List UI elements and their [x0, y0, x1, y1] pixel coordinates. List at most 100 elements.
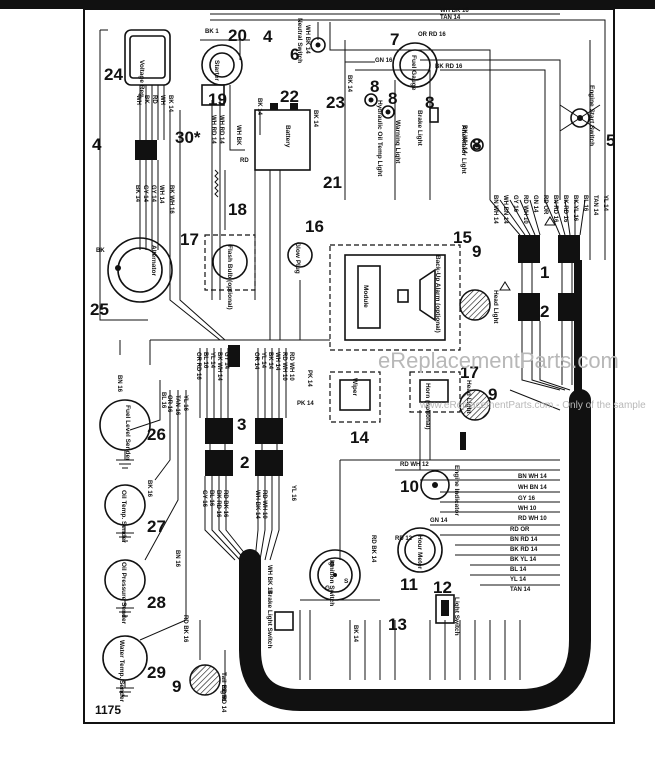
light-switch — [435, 594, 455, 624]
wire-label: WH BK 16 — [440, 8, 469, 14]
wire-bundle-left — [99, 29, 301, 341]
wire-label: RD BK 16 — [222, 490, 228, 518]
wire-label: WH BK 14 — [254, 490, 260, 519]
wire-label: WH BK 14 — [304, 25, 310, 54]
callout-28: 28 — [147, 593, 166, 612]
label-oil-pressure-sender: Oil Pressure Sender — [120, 562, 127, 625]
callout-29: 29 — [147, 663, 166, 682]
wire-label: BK 1 — [205, 29, 219, 35]
engine-indicator — [420, 470, 450, 500]
label-voltage-reg: Voltage Reg. — [138, 60, 145, 99]
wire-label: WH 10 — [518, 506, 537, 512]
label-battery: Battery — [284, 125, 291, 148]
callout-9b: 9 — [488, 385, 497, 404]
wire-label: WH BN 14 — [518, 485, 547, 491]
wire-label: RD OR — [542, 195, 548, 215]
wire-label: RD WH 10 — [522, 195, 528, 224]
wire-label: BK 14 — [256, 98, 262, 116]
callout-23: 23 — [326, 93, 345, 112]
water-temp-sender — [102, 635, 148, 697]
connector-2-upper — [518, 293, 580, 321]
wire-label: BK RD 14 — [510, 547, 538, 553]
oil-pressure-sender — [104, 559, 146, 617]
wire-label: YL 16 — [182, 395, 188, 412]
callout-16: 16 — [305, 217, 324, 236]
wire-label: WH BK — [235, 125, 241, 146]
ignition-pos-g: G — [325, 585, 330, 592]
voltage-regulator — [124, 29, 171, 86]
ignition-positions: B S G — [325, 561, 349, 592]
wire-label: GY 16 — [201, 490, 207, 508]
callout-8d: 8 — [472, 135, 481, 154]
wire-bundle-lower-right — [299, 410, 560, 680]
wire-label: TAN 16 — [174, 395, 180, 416]
ignition-pos-b: B — [330, 561, 335, 568]
wire-label: YL 14 — [510, 577, 527, 583]
wire-label: RD WH 12 — [400, 462, 429, 468]
wire-labels-lower-right: RD WH 12 BN WH 14 WH BN 14 GY 16 WH 10 R… — [400, 462, 547, 593]
wire-label: BK WH 16 — [168, 185, 174, 214]
wire-label: BL 14 — [510, 567, 527, 573]
horn — [409, 371, 461, 413]
wire-bundle-top — [210, 13, 606, 260]
wire-label: GN 14 — [532, 195, 538, 213]
wire-label: OR 14 — [253, 352, 259, 370]
connector-3 — [205, 418, 283, 444]
connector-1 — [518, 235, 580, 263]
label-hour-meter: Hour Meter — [416, 535, 423, 570]
wire-label: RD WH 10 — [281, 352, 287, 381]
label-light-switch: Light Switch — [453, 597, 460, 636]
callout-20: 20 — [228, 26, 247, 45]
label-engine-start-switch: Engine Start Switch — [588, 85, 595, 146]
figure-frame — [83, 8, 615, 724]
wire-label: BK WH 14 — [216, 352, 222, 381]
wire-label: TAN 14 — [510, 587, 531, 593]
label-oil-temp-sender: Oil Temp. Sender — [120, 490, 127, 543]
wire-label: RD OR — [510, 527, 530, 533]
wire-label: GN 16 — [375, 58, 393, 64]
wire-label: BN 16 — [174, 550, 180, 568]
brake-light-switch — [274, 611, 294, 631]
callout-9c: 9 — [172, 677, 181, 696]
callout-21: 21 — [323, 173, 342, 192]
wire-label: RD 12 — [395, 536, 413, 542]
wire-label: BK 14 — [267, 352, 273, 370]
wire-label: BK 14 — [346, 75, 352, 93]
label-horn: Horn (optional) — [424, 383, 431, 430]
wire-bundle-right — [489, 199, 586, 411]
wire-label: BK 14 — [167, 95, 173, 113]
label-flash-bulb: Flash Bulb (optional) — [226, 245, 233, 310]
flash-unit — [204, 234, 256, 291]
back-up-alarm-module — [329, 244, 461, 351]
engine-start-switch — [559, 104, 601, 132]
label-fuel-gauge: Fuel Gauge — [410, 55, 417, 91]
wire-label: GY 16 — [518, 496, 536, 502]
wire-label: BK 14 — [312, 110, 318, 128]
wiper — [329, 371, 381, 423]
resistor-18 — [214, 169, 219, 198]
wire-bundle-center — [119, 339, 330, 700]
head-light-right — [459, 289, 491, 321]
label-ignition-switch: Ignition Switch — [328, 560, 335, 606]
wire-label: YL 14 — [260, 352, 266, 369]
wire-label: RD WH 10 — [518, 516, 547, 522]
watermark-text: eReplacementParts.com — [378, 348, 619, 373]
label-hydraulic-oil-temp-light: Hydraulic Oil Temp Light — [376, 100, 383, 177]
callout-24: 24 — [104, 65, 123, 84]
wire-label: GY 14 — [150, 185, 156, 203]
callout-2b: 2 — [240, 453, 249, 472]
oil-temp-sender — [104, 484, 146, 542]
callout-12: 12 — [433, 578, 452, 597]
label-tail-light: Tail Light — [220, 672, 227, 701]
wire-labels-lower-center: WH BK 14 RD BK 14 RD 12 BK 14 PK 14 YL 1… — [201, 370, 413, 643]
callout-5: 5 — [606, 131, 615, 150]
callout-18: 18 — [228, 200, 247, 219]
callout-8b: 8 — [388, 89, 397, 108]
wire-label: BN RD 14 — [510, 537, 538, 543]
wire-label: WH 14 — [158, 185, 164, 204]
alternator — [107, 237, 173, 303]
wire-label: PK 14 — [297, 401, 314, 407]
callout-11: 11 — [400, 575, 418, 594]
label-brake-light: Brake Light — [416, 110, 423, 147]
